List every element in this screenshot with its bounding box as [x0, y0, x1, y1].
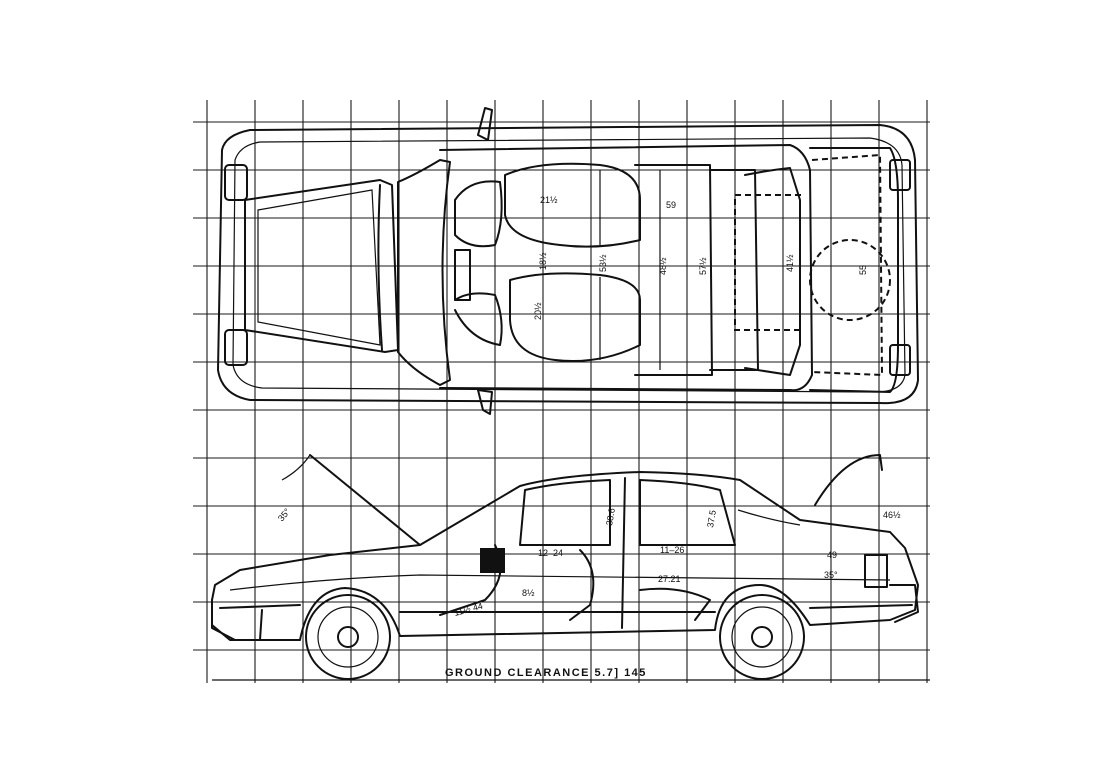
side-body-outline: [211, 471, 919, 641]
dim-front-seat-depth: 18½: [538, 252, 548, 270]
dim-knee: 27.21: [658, 574, 681, 584]
dim-shoulder-front: 59: [666, 200, 676, 210]
dim-headroom-rear: 37.5: [705, 509, 718, 528]
dim-front-hip: 53½: [598, 254, 608, 272]
trunk-lid: [809, 147, 899, 393]
dim-trunk-angle: 35°: [824, 570, 838, 580]
trunk-floor-dashed: [734, 194, 801, 331]
dim-seat-height: 8½: [522, 588, 535, 598]
rear-wheel: [719, 594, 805, 680]
front-seat-right: [509, 272, 641, 362]
steering-column: [480, 548, 505, 573]
center-console-front: [454, 249, 471, 301]
front-seat-side: [569, 549, 595, 621]
rear-window-side: [639, 479, 736, 546]
rear-seat-side: [639, 587, 711, 621]
headlight-left: [224, 164, 248, 201]
taillight-right: [889, 344, 911, 376]
rear-bumper: [889, 584, 919, 623]
dim-trunk-lid: 46½: [883, 510, 901, 520]
front-wheel: [305, 594, 391, 680]
dim-front-seat-width: 21½: [540, 195, 558, 205]
front-bumper: [211, 599, 263, 641]
spare-tire-dashed: [809, 239, 891, 321]
front-seat-left: [504, 162, 641, 248]
open-hood: [309, 454, 421, 546]
dim-legroom-front: 12–24: [538, 548, 563, 558]
rear-seat: [634, 164, 713, 376]
dim-trunk-depth: 41½: [785, 254, 795, 272]
beltline: [229, 574, 891, 591]
dim-legroom-rear: 11–26: [660, 545, 684, 555]
b-pillar: [621, 477, 626, 629]
open-trunk: [814, 454, 883, 506]
car-side-view: 35° 38.6 37.5 12–24 11–26 27.21 8½ 11½ 4…: [211, 454, 930, 681]
dashboard: [454, 180, 503, 248]
dim-hood-angle: 35°: [276, 506, 293, 523]
hood-inner: [257, 189, 381, 346]
dim-rear-hip: 57½: [698, 257, 708, 275]
front-window: [519, 479, 611, 546]
dim-headroom-front: 38.6: [604, 507, 617, 526]
headlight-right: [224, 329, 248, 366]
dim-floor: 11½ 44: [453, 601, 484, 618]
trunk-outline-dashed: [811, 153, 884, 377]
taillight-left: [889, 159, 911, 191]
rocker-line: [219, 604, 913, 613]
top-body-inner-line: [232, 137, 906, 393]
mirror-right: [477, 389, 493, 415]
dim-trunk-width: 55: [858, 265, 868, 275]
ground-clearance-caption: GROUND CLEARANCE 5.7] 145: [445, 667, 647, 679]
top-body-outline: [217, 124, 919, 405]
dim-console: 20½: [533, 302, 543, 320]
dim-rear-seat-width: 48½: [658, 257, 668, 275]
rear-taillight: [864, 554, 888, 588]
car-top-view: 21½ 18½ 53½ 20½ 48½ 57½ 41½ 55 59: [217, 107, 919, 415]
windshield: [397, 159, 451, 386]
dim-trunk-height: 49: [827, 550, 837, 560]
cowl-line: [377, 184, 383, 351]
rear-seatback: [709, 169, 759, 371]
mirror-left: [477, 107, 493, 141]
passenger-dash: [454, 292, 503, 346]
